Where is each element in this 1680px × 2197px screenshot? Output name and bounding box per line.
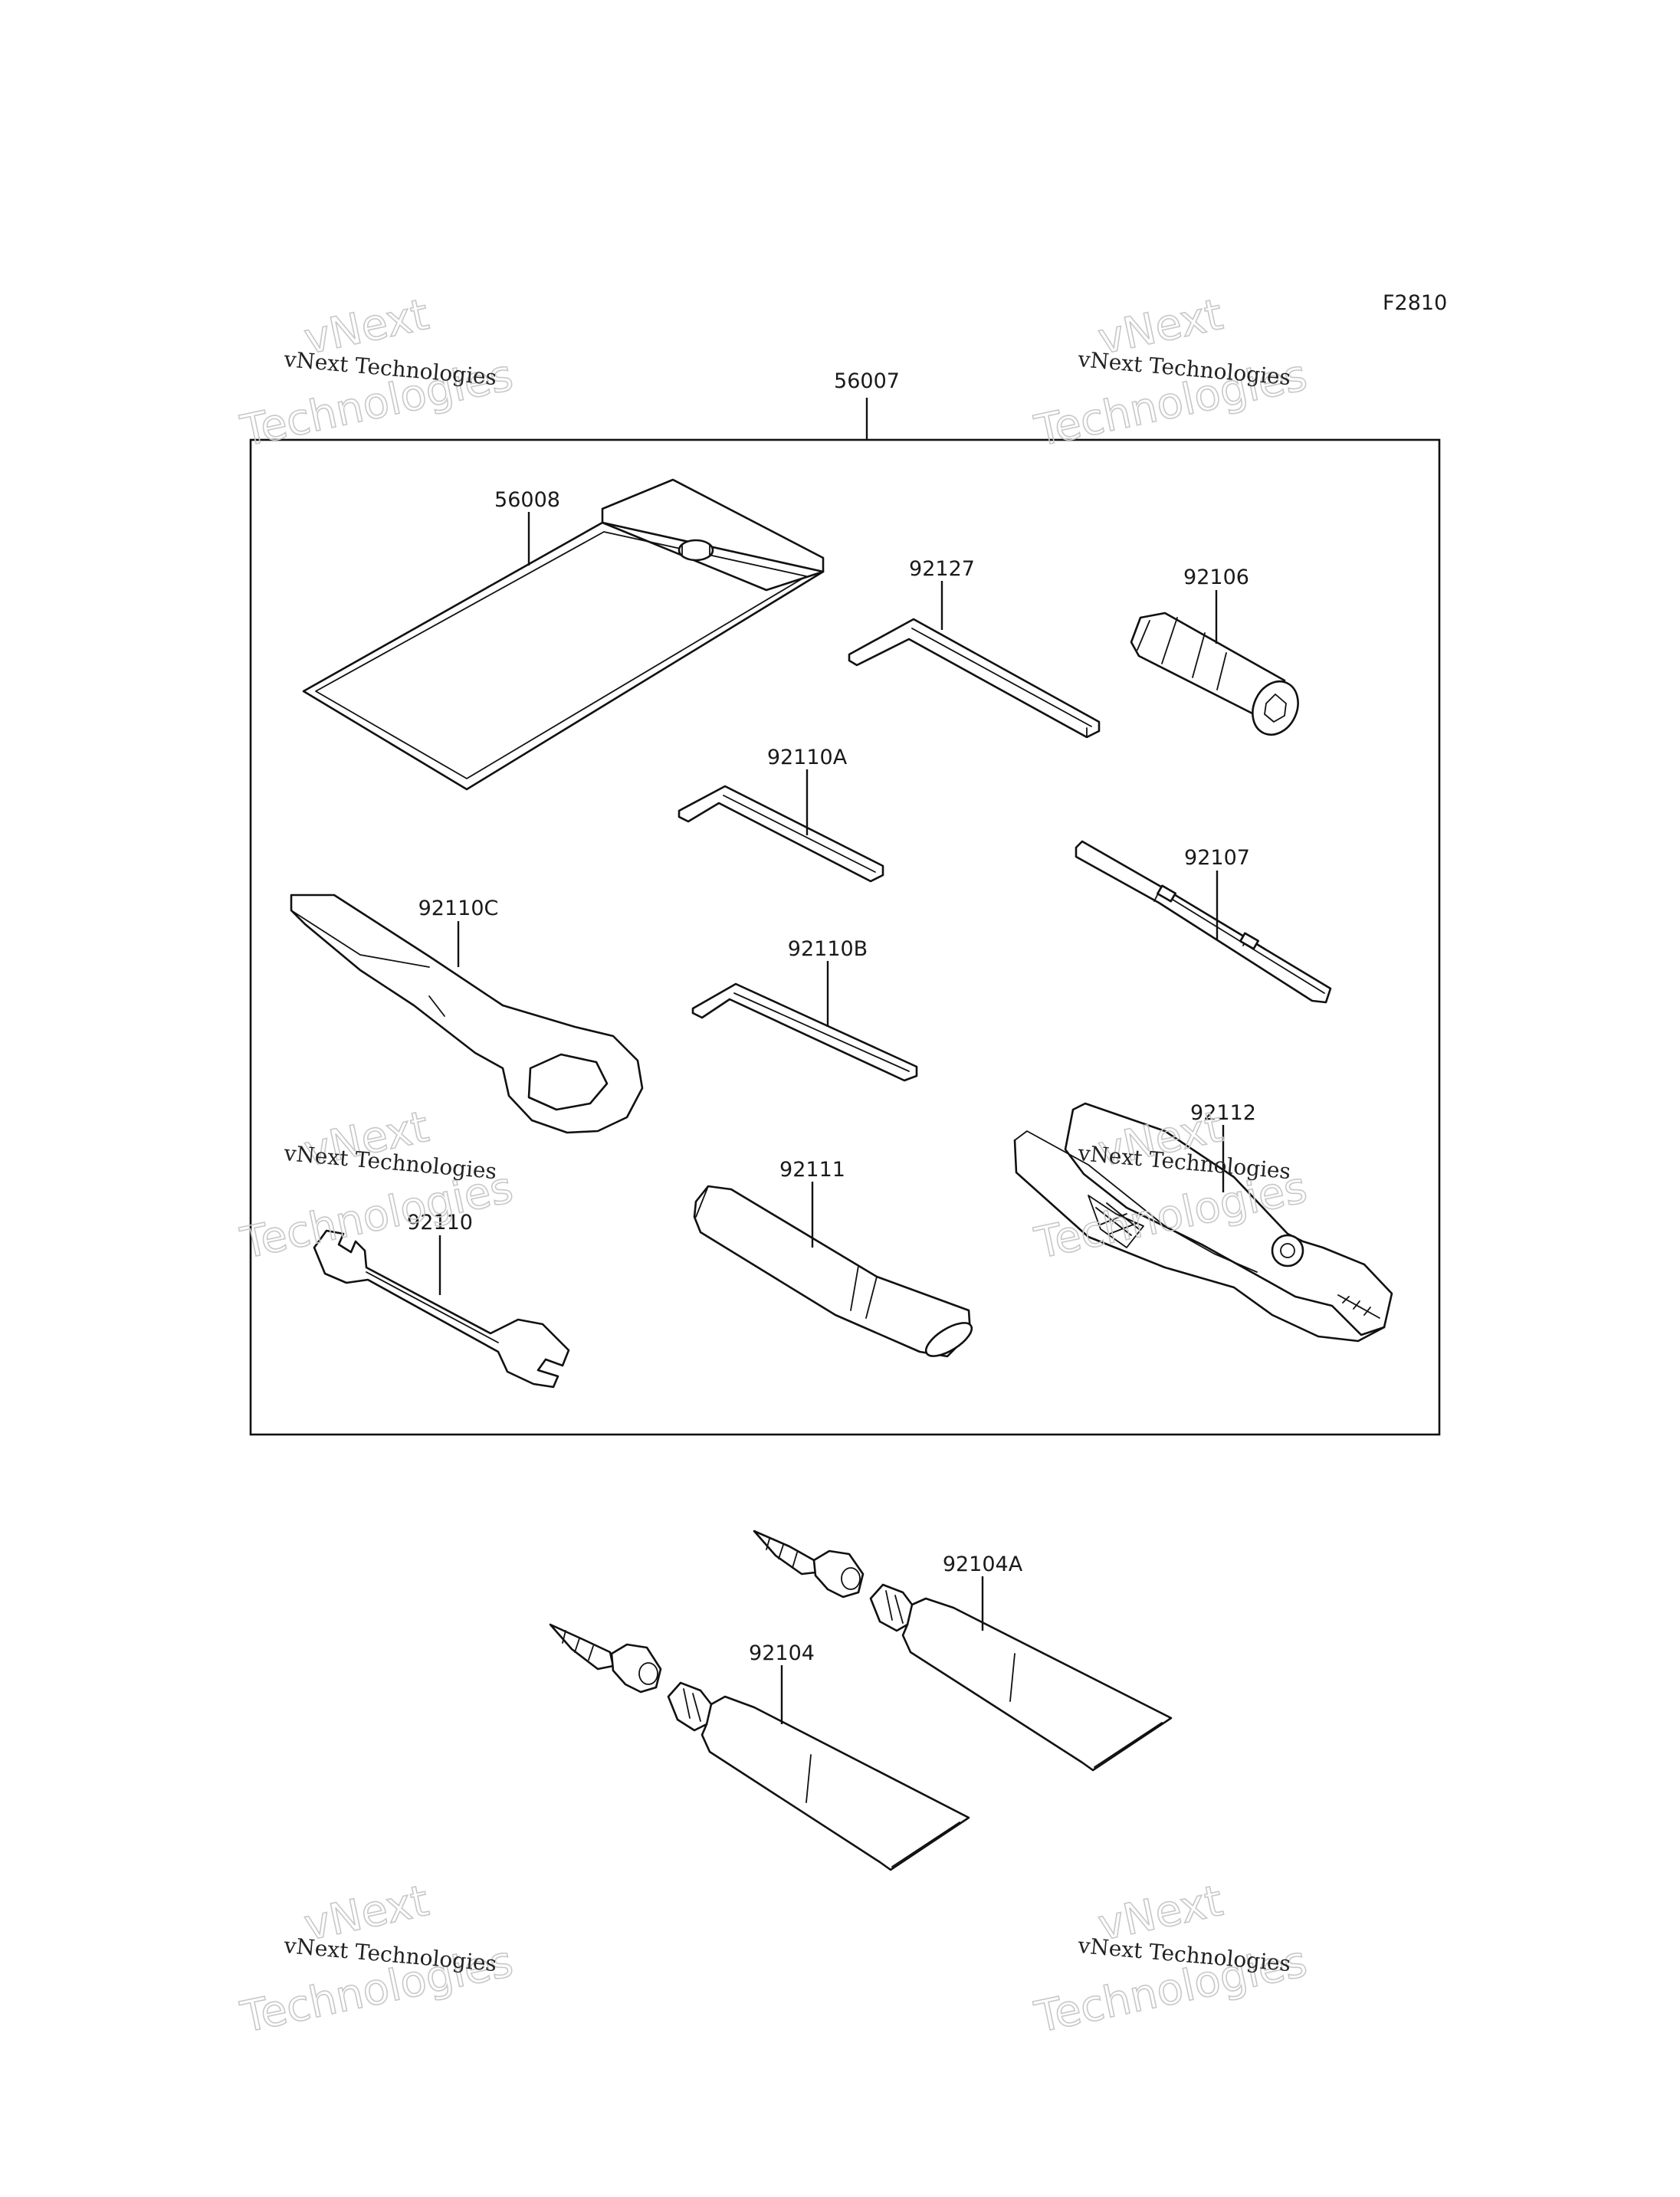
ring-wrench-92110C-drawing [290,894,644,1134]
part-label-92106[interactable]: 92106 [1183,566,1249,589]
figure-code: F2810 [1383,291,1447,315]
pliers-92112-drawing [1013,1102,1393,1343]
watermark-middle-right: vNext Technologies vNext Technologies [1030,1101,1312,1269]
hex-wrench-92110A-drawing [678,785,884,883]
tube-92104A-drawing [753,1530,1173,1772]
part-label-92110C[interactable]: 92110C [418,897,499,920]
watermark-top-right: vNext Technologies vNext Technologies [1030,289,1312,457]
watermark-middle-left: vNext Technologies vNext Technologies [236,1101,518,1269]
part-label-92110A[interactable]: 92110A [767,746,848,769]
hex-wrench-92127-drawing [848,618,1101,739]
watermark-top-left: vNext Technologies vNext Technologies [236,289,518,457]
tube-92104-drawing [549,1623,970,1871]
watermark-bottom-right: vNext Technologies vNext Technologies [1030,1875,1312,2043]
tool-bag-drawing [302,478,825,791]
part-label-92110B[interactable]: 92110B [788,937,868,961]
part-label-56007[interactable]: 56007 [834,369,900,393]
part-label-92104A[interactable]: 92104A [943,1553,1023,1576]
hex-wrench-92110B-drawing [691,982,918,1082]
part-label-92127[interactable]: 92127 [909,557,975,581]
watermark-bottom-left: vNext Technologies vNext Technologies [236,1875,518,2043]
screwdriver-92107-drawing [1075,840,1332,1004]
part-label-56008[interactable]: 56008 [494,488,560,512]
part-label-92111[interactable]: 92111 [779,1158,845,1182]
part-label-92110[interactable]: 92110 [407,1211,473,1235]
part-label-92112[interactable]: 92112 [1190,1101,1256,1125]
part-label-92104[interactable]: 92104 [749,1641,815,1665]
socket-92106-drawing [1130,612,1299,736]
part-label-92107[interactable]: 92107 [1184,846,1250,870]
extension-bar-92111-drawing [693,1185,973,1358]
tool-kit-box [249,438,1441,1436]
open-wrench-92110-drawing [313,1229,570,1389]
